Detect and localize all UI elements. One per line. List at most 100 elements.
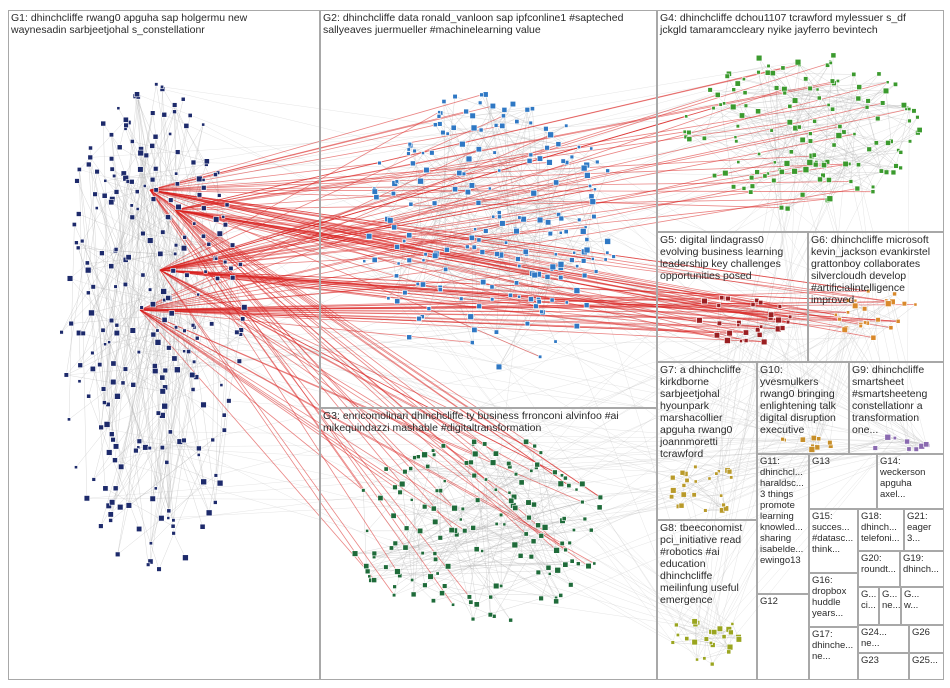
network-node	[535, 522, 541, 529]
network-node	[112, 485, 119, 492]
network-edge	[412, 518, 565, 581]
network-edge	[433, 508, 673, 643]
network-node	[816, 95, 822, 101]
network-node	[501, 113, 506, 119]
network-node	[444, 247, 450, 253]
network-node	[778, 205, 785, 211]
network-edge	[672, 636, 725, 643]
network-edge	[814, 154, 901, 169]
network-node	[426, 306, 432, 311]
network-node	[408, 466, 414, 471]
network-node	[110, 378, 117, 386]
network-edge	[164, 114, 917, 450]
network-node	[166, 345, 172, 351]
network-node	[799, 136, 806, 143]
network-edge	[215, 193, 394, 259]
network-edge	[678, 481, 696, 507]
network-node	[713, 332, 721, 339]
network-node	[538, 595, 544, 602]
network-edge	[174, 131, 685, 211]
group-panel-g15: G15: succes... #datasc... think...	[809, 509, 858, 573]
network-edge	[78, 332, 81, 366]
network-node	[684, 477, 690, 483]
network-edge	[139, 309, 583, 503]
network-edge	[374, 497, 601, 558]
network-edge	[491, 264, 562, 288]
network-node	[890, 169, 897, 176]
network-edge	[568, 327, 847, 486]
network-edge	[865, 293, 895, 323]
network-node	[388, 545, 394, 551]
network-edge	[105, 180, 216, 259]
network-node	[406, 257, 412, 264]
network-edge	[471, 237, 572, 261]
network-edge	[174, 209, 411, 469]
network-node	[583, 246, 591, 254]
network-node	[913, 302, 918, 307]
network-node	[437, 535, 443, 541]
network-edge	[704, 651, 729, 659]
network-node	[796, 124, 802, 130]
network-edge	[75, 330, 185, 468]
network-node	[708, 641, 713, 646]
network-edge	[712, 437, 896, 665]
network-node	[686, 129, 692, 136]
network-edge	[813, 291, 869, 439]
network-node	[200, 478, 207, 486]
network-edge	[139, 309, 563, 544]
network-edge	[424, 506, 511, 621]
network-node	[406, 334, 413, 341]
network-node	[830, 52, 837, 59]
network-edge	[436, 490, 441, 538]
network-node	[159, 374, 166, 381]
network-node	[147, 445, 152, 451]
network-node	[757, 152, 761, 156]
network-node	[398, 480, 406, 488]
network-node	[536, 155, 543, 162]
group-panel-g11: G11: dhinchcl... haraldsc... 3 things pr…	[757, 454, 809, 594]
network-edge	[555, 341, 728, 471]
network-edge	[709, 478, 722, 496]
network-node	[517, 263, 522, 269]
group-label-g28: G... w...	[904, 589, 920, 611]
network-edge	[178, 178, 200, 208]
network-edge	[787, 132, 918, 209]
network-node	[522, 248, 529, 255]
network-node	[365, 233, 373, 240]
network-edge	[528, 502, 549, 568]
network-node	[150, 196, 157, 202]
network-edge	[741, 72, 769, 116]
network-node	[66, 275, 74, 282]
network-node	[108, 263, 115, 270]
network-node	[514, 280, 520, 286]
network-node	[558, 215, 565, 222]
network-node	[731, 87, 737, 92]
network-edge	[142, 233, 175, 359]
network-node	[396, 261, 401, 266]
network-node	[470, 525, 476, 531]
network-edge	[159, 174, 588, 271]
network-node	[748, 175, 755, 181]
network-edge	[115, 325, 118, 447]
network-edge	[718, 328, 779, 472]
network-edge	[159, 269, 589, 567]
network-edge	[686, 116, 766, 177]
network-node	[109, 499, 116, 506]
network-edge	[712, 437, 896, 646]
network-edge	[149, 125, 503, 191]
network-node	[440, 129, 446, 136]
network-edge	[410, 204, 475, 248]
network-node	[499, 220, 506, 227]
network-node	[585, 562, 592, 570]
network-edge	[819, 98, 915, 112]
network-edge	[875, 447, 909, 450]
network-node	[213, 500, 218, 505]
network-node	[94, 206, 99, 210]
network-node	[201, 178, 206, 182]
network-edge	[685, 473, 723, 511]
network-node	[523, 531, 529, 537]
network-edge	[440, 462, 494, 491]
network-node	[864, 104, 870, 110]
network-edge	[787, 161, 827, 209]
